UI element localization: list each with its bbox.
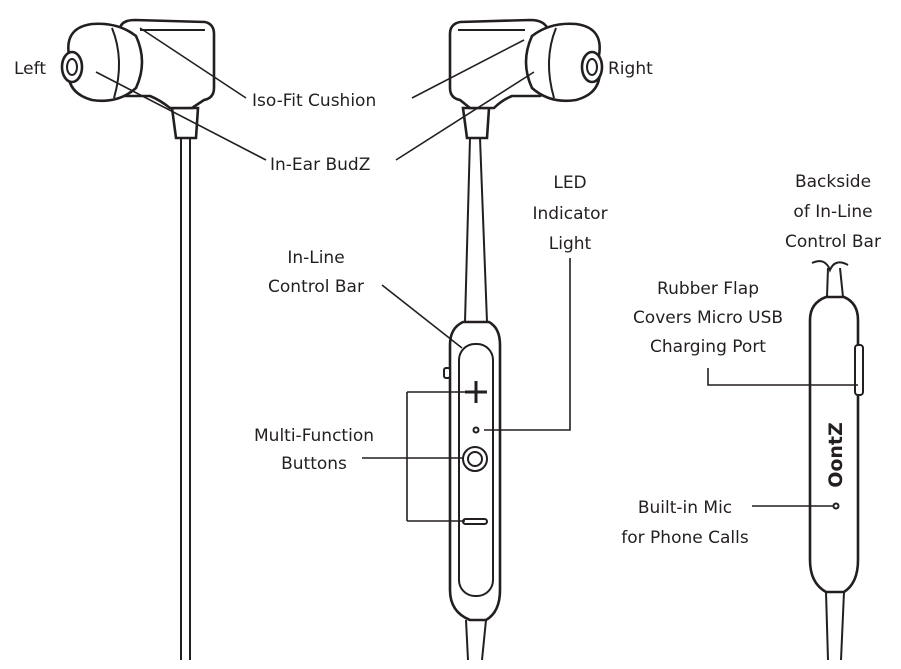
label-mic-1: Built-in Mic xyxy=(638,498,732,518)
backside-control-bar: OontZ xyxy=(808,260,864,661)
label-iso-fit-cushion: Iso-Fit Cushion xyxy=(252,91,376,111)
labels: Left Right Iso-Fit Cushion In-Ear BudZ L… xyxy=(14,59,881,548)
label-led-1: LED xyxy=(553,173,586,193)
label-backside-1: Backside xyxy=(795,172,871,192)
label-rubber-flap-1: Rubber Flap xyxy=(657,279,759,299)
right-earbud xyxy=(448,18,604,323)
label-multi-function-1: Multi-Function xyxy=(254,426,374,446)
label-control-bar-1: In-Line xyxy=(287,248,344,268)
label-rubber-flap-3: Charging Port xyxy=(650,337,766,357)
label-in-ear-budz: In-Ear BudZ xyxy=(270,155,370,175)
label-backside-3: Control Bar xyxy=(785,232,881,252)
leader-lines xyxy=(95,27,858,522)
label-left: Left xyxy=(14,59,46,79)
left-earbud xyxy=(60,18,216,660)
label-led-2: Indicator xyxy=(532,204,607,224)
brand-logo: OontZ xyxy=(825,422,847,488)
label-mic-2: for Phone Calls xyxy=(621,528,749,548)
inline-control-bar xyxy=(443,320,502,661)
label-led-3: Light xyxy=(549,234,592,254)
label-backside-2: of In-Line xyxy=(793,202,872,222)
label-rubber-flap-2: Covers Micro USB xyxy=(633,308,783,328)
label-right: Right xyxy=(608,59,653,79)
label-multi-function-2: Buttons xyxy=(281,454,347,474)
label-control-bar-2: Control Bar xyxy=(268,277,364,297)
